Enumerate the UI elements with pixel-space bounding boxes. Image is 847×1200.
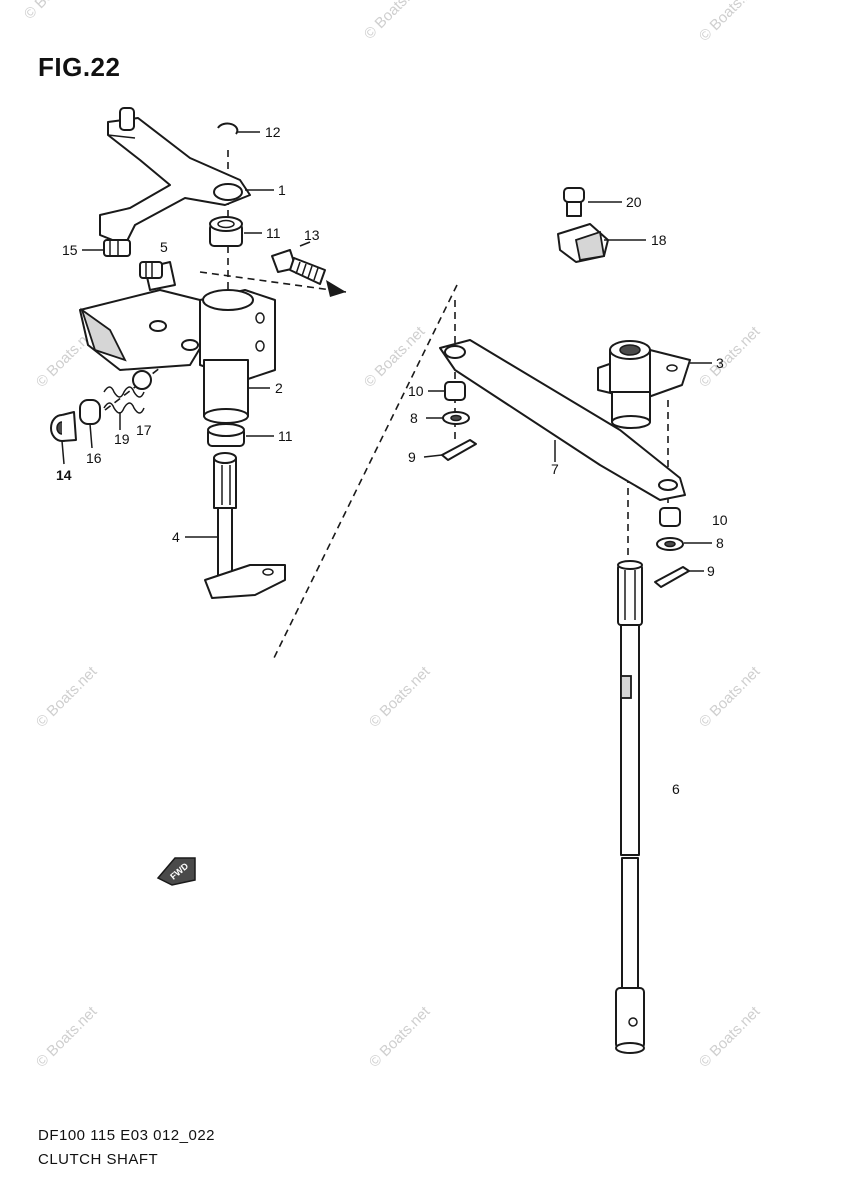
diagram-name: CLUTCH SHAFT: [38, 1151, 159, 1168]
arrow-head: [326, 280, 346, 297]
watermark-layer: © Boats.net © Boats.net © Boats.net © Bo…: [21, 0, 764, 1071]
callout-16: 16: [86, 450, 102, 466]
callout-9-left: 9: [408, 449, 416, 465]
watermark: © Boats.net: [21, 0, 89, 23]
part-7-link-lever: [439, 339, 686, 501]
callout-18: 18: [651, 232, 667, 248]
part-10-bushing-left: [444, 381, 466, 401]
callout-10-right: 10: [712, 512, 728, 528]
callout-labels: 12 1 11 13 15 5 2 11 14 16 19 17 4 20 18…: [56, 124, 728, 797]
part-11-bushing-lower: [207, 423, 245, 447]
part-17-ball: [132, 370, 152, 390]
watermark: © Boats.net: [696, 663, 764, 731]
part-10-bushing-right: [659, 507, 681, 527]
part-9-cotter-pin-right: [654, 566, 690, 588]
part-8-washer-right: [656, 537, 684, 551]
callout-1: 1: [278, 182, 286, 198]
part-18-clamp: [557, 223, 609, 263]
callout-8-left: 8: [410, 410, 418, 426]
callout-17: 17: [136, 422, 152, 438]
callout-20: 20: [626, 194, 642, 210]
callout-19: 19: [114, 431, 130, 447]
watermark: © Boats.net: [696, 0, 764, 45]
figure-title: FIG.22: [38, 52, 121, 82]
part-12-e-clip: [217, 122, 239, 135]
watermark: © Boats.net: [696, 1003, 764, 1071]
callout-15: 15: [62, 242, 78, 258]
callout-2: 2: [275, 380, 283, 396]
clutch-housing-bracket: [79, 261, 276, 381]
part-11-bushing-upper: [209, 216, 243, 247]
callout-6: 6: [672, 781, 680, 797]
callout-11-upper: 11: [266, 225, 281, 241]
watermark: © Boats.net: [366, 1003, 434, 1071]
watermark: © Boats.net: [33, 663, 101, 731]
callout-8-right: 8: [716, 535, 724, 551]
watermark: © Boats.net: [366, 663, 434, 731]
callout-4: 4: [172, 529, 180, 545]
part-6-clutch-shaft: [615, 560, 645, 1054]
leader-lines: [61, 131, 712, 572]
part-3-pivot-bracket: [597, 340, 691, 429]
forward-direction-arrow: FWD: [156, 857, 196, 886]
part-13-bolt: [271, 249, 326, 285]
watermark: © Boats.net: [696, 323, 764, 391]
part-1-shift-lever: [99, 107, 251, 246]
part-8-washer-left: [442, 411, 470, 425]
callout-3: 3: [716, 355, 724, 371]
callout-9-right: 9: [707, 563, 715, 579]
watermark: © Boats.net: [33, 1003, 101, 1071]
callout-14: 14: [56, 467, 72, 483]
watermark: © Boats.net: [361, 0, 429, 43]
callout-5: 5: [160, 239, 168, 255]
part-15-detent-pin: [103, 239, 131, 257]
callout-11-lower: 11: [278, 428, 293, 444]
part-19-spring: [103, 386, 145, 414]
part-4-clutch-rod: [204, 452, 286, 599]
assembly-line: [271, 284, 458, 663]
part-5-fitting: [139, 261, 163, 279]
part-14-plug: [50, 411, 77, 442]
callout-10-left: 10: [408, 383, 424, 399]
part-2-shaft-sleeve: [203, 359, 249, 424]
assembly-line: [199, 271, 347, 293]
callout-12: 12: [265, 124, 281, 140]
part-9-cotter-pin-left: [441, 439, 477, 461]
diagram-code: DF100 115 E03 012_022: [38, 1127, 216, 1144]
watermark: © Boats.net: [361, 323, 429, 391]
part-20-bolt: [563, 187, 585, 217]
callout-7: 7: [551, 461, 559, 477]
part-16-spacer: [79, 399, 101, 425]
callout-13: 13: [304, 227, 320, 243]
